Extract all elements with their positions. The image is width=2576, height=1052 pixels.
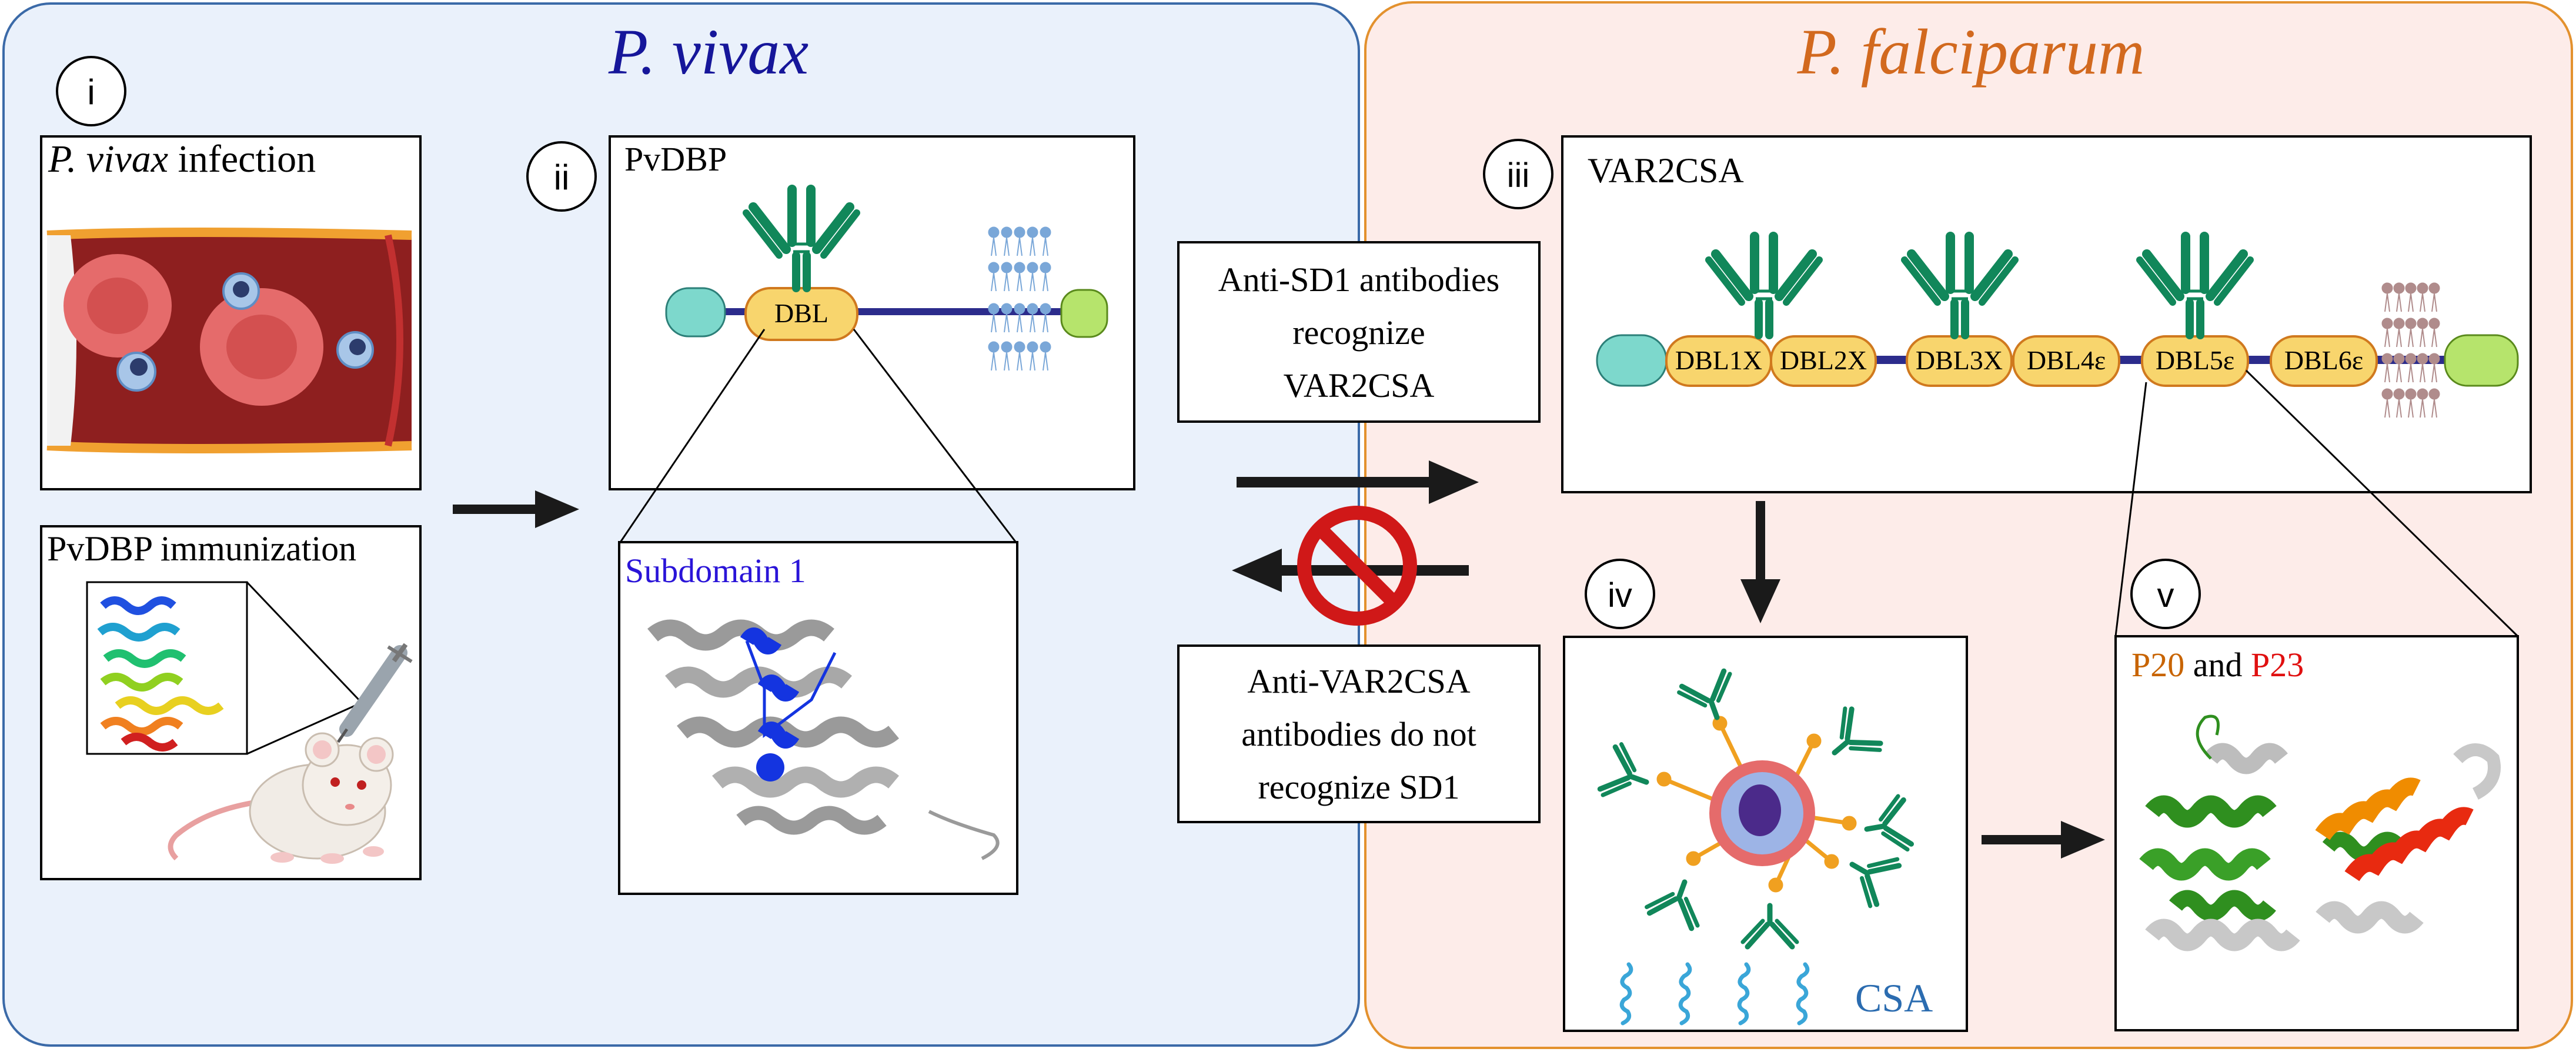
svg-text:iii: iii <box>1507 156 1530 195</box>
svg-text:iv: iv <box>1608 576 1632 614</box>
svg-text:DBL2X: DBL2X <box>1780 345 1867 375</box>
pvdbp-c-terminal <box>1060 289 1108 338</box>
svg-text:antibodies do not: antibodies do not <box>1241 715 1476 753</box>
arrow-to-peptides <box>1982 821 2105 859</box>
falciparum-title: P. falciparum <box>1797 16 2145 88</box>
subdomain-title: Subdomain 1 <box>625 552 806 590</box>
label-iii: iii <box>1483 139 1553 209</box>
var2csa-structure-illustration <box>2139 714 2501 951</box>
var2csa-c-terminal <box>2444 334 2519 387</box>
syringe-icon <box>336 643 413 743</box>
prohibited-icon <box>1297 506 1417 626</box>
infection-title: P. vivax infection <box>48 138 316 181</box>
zoom-lines <box>246 581 363 755</box>
subdomain-structure-illustration <box>647 619 1000 860</box>
svg-text:DBL1X: DBL1X <box>1675 345 1762 375</box>
svg-text:DBL3X: DBL3X <box>1916 345 2003 375</box>
svg-text:Anti-SD1 antibodies: Anti-SD1 antibodies <box>1218 261 1499 299</box>
protein-inset <box>86 581 248 755</box>
middle-box-2: Anti-VAR2CSA antibodies do not recognize… <box>1177 644 1541 823</box>
mouse-illustration <box>168 732 394 864</box>
arrow-to-falciparum <box>1237 460 1479 504</box>
subdomain-zoom-lines <box>618 329 1018 545</box>
pvdbp-n-terminal <box>665 287 726 338</box>
peptide-zoom-lines <box>2114 369 2519 637</box>
svg-text:v: v <box>2157 576 2174 614</box>
var2csa-title: VAR2CSA <box>1588 151 1744 190</box>
var2csa-domain-dbl4e: DBL4ε <box>2012 335 2120 387</box>
blood-vessel-illustration <box>46 228 412 453</box>
pvdbp-dbl-label: DBL <box>774 298 828 328</box>
var2csa-domain-dbl6e: DBL6ε <box>2270 335 2378 387</box>
infected-erythrocyte <box>1709 760 1815 866</box>
vivax-title: P. vivax <box>608 16 808 88</box>
middle-box-1: Anti-SD1 antibodies recognize VAR2CSA <box>1177 241 1541 423</box>
immunization-title: PvDBP immunization <box>47 529 356 568</box>
infection-box: P. vivax infection <box>40 135 422 490</box>
peptide-title: P20 and P23 <box>2131 646 2304 684</box>
rainbow-protein-illustration <box>97 596 224 752</box>
csa-label: CSA <box>1855 976 1933 1020</box>
svg-text:DBL4ε: DBL4ε <box>2027 345 2106 375</box>
pvdbp-dbl-domain <box>744 287 858 341</box>
pvdbp-box: PvDBP DBL <box>609 135 1135 490</box>
arrow-to-pvdbp <box>453 490 579 528</box>
csa-box: CSA <box>1563 636 1968 1032</box>
label-i: i <box>56 56 126 126</box>
immunization-box: PvDBP immunization <box>40 525 422 880</box>
pvdbp-title: PvDBP <box>624 140 727 178</box>
svg-text:VAR2CSA: VAR2CSA <box>1284 366 1435 405</box>
label-ii: ii <box>526 141 597 212</box>
svg-text:Anti-VAR2CSA: Anti-VAR2CSA <box>1247 662 1470 700</box>
var2csa-domain-dbl5e: DBL5ε <box>2141 335 2249 387</box>
svg-text:recognize: recognize <box>1292 313 1425 352</box>
arrow-to-csa-binding <box>1740 501 1780 623</box>
svg-text:ii: ii <box>554 158 570 197</box>
var2csa-n-terminal <box>1596 334 1668 387</box>
var2csa-domain-dbl2x: DBL2X <box>1770 335 1877 387</box>
var2csa-domain-dbl1x: DBL1X <box>1665 335 1772 387</box>
svg-text:DBL5ε: DBL5ε <box>2156 345 2234 375</box>
svg-text:recognize SD1: recognize SD1 <box>1258 768 1459 806</box>
var2csa-box: VAR2CSA DBL1X DBL2X DBL3X DBL4ε DBL5ε DB… <box>1561 135 2532 493</box>
label-iv: iv <box>1585 559 1655 629</box>
svg-text:i: i <box>87 72 95 112</box>
var2csa-domain-dbl3x: DBL3X <box>1906 335 2013 387</box>
svg-text:DBL6ε: DBL6ε <box>2284 345 2363 375</box>
peptide-box: P20 and P23 <box>2114 635 2519 1031</box>
label-v: v <box>2130 559 2201 629</box>
subdomain-box: Subdomain 1 <box>618 541 1018 895</box>
